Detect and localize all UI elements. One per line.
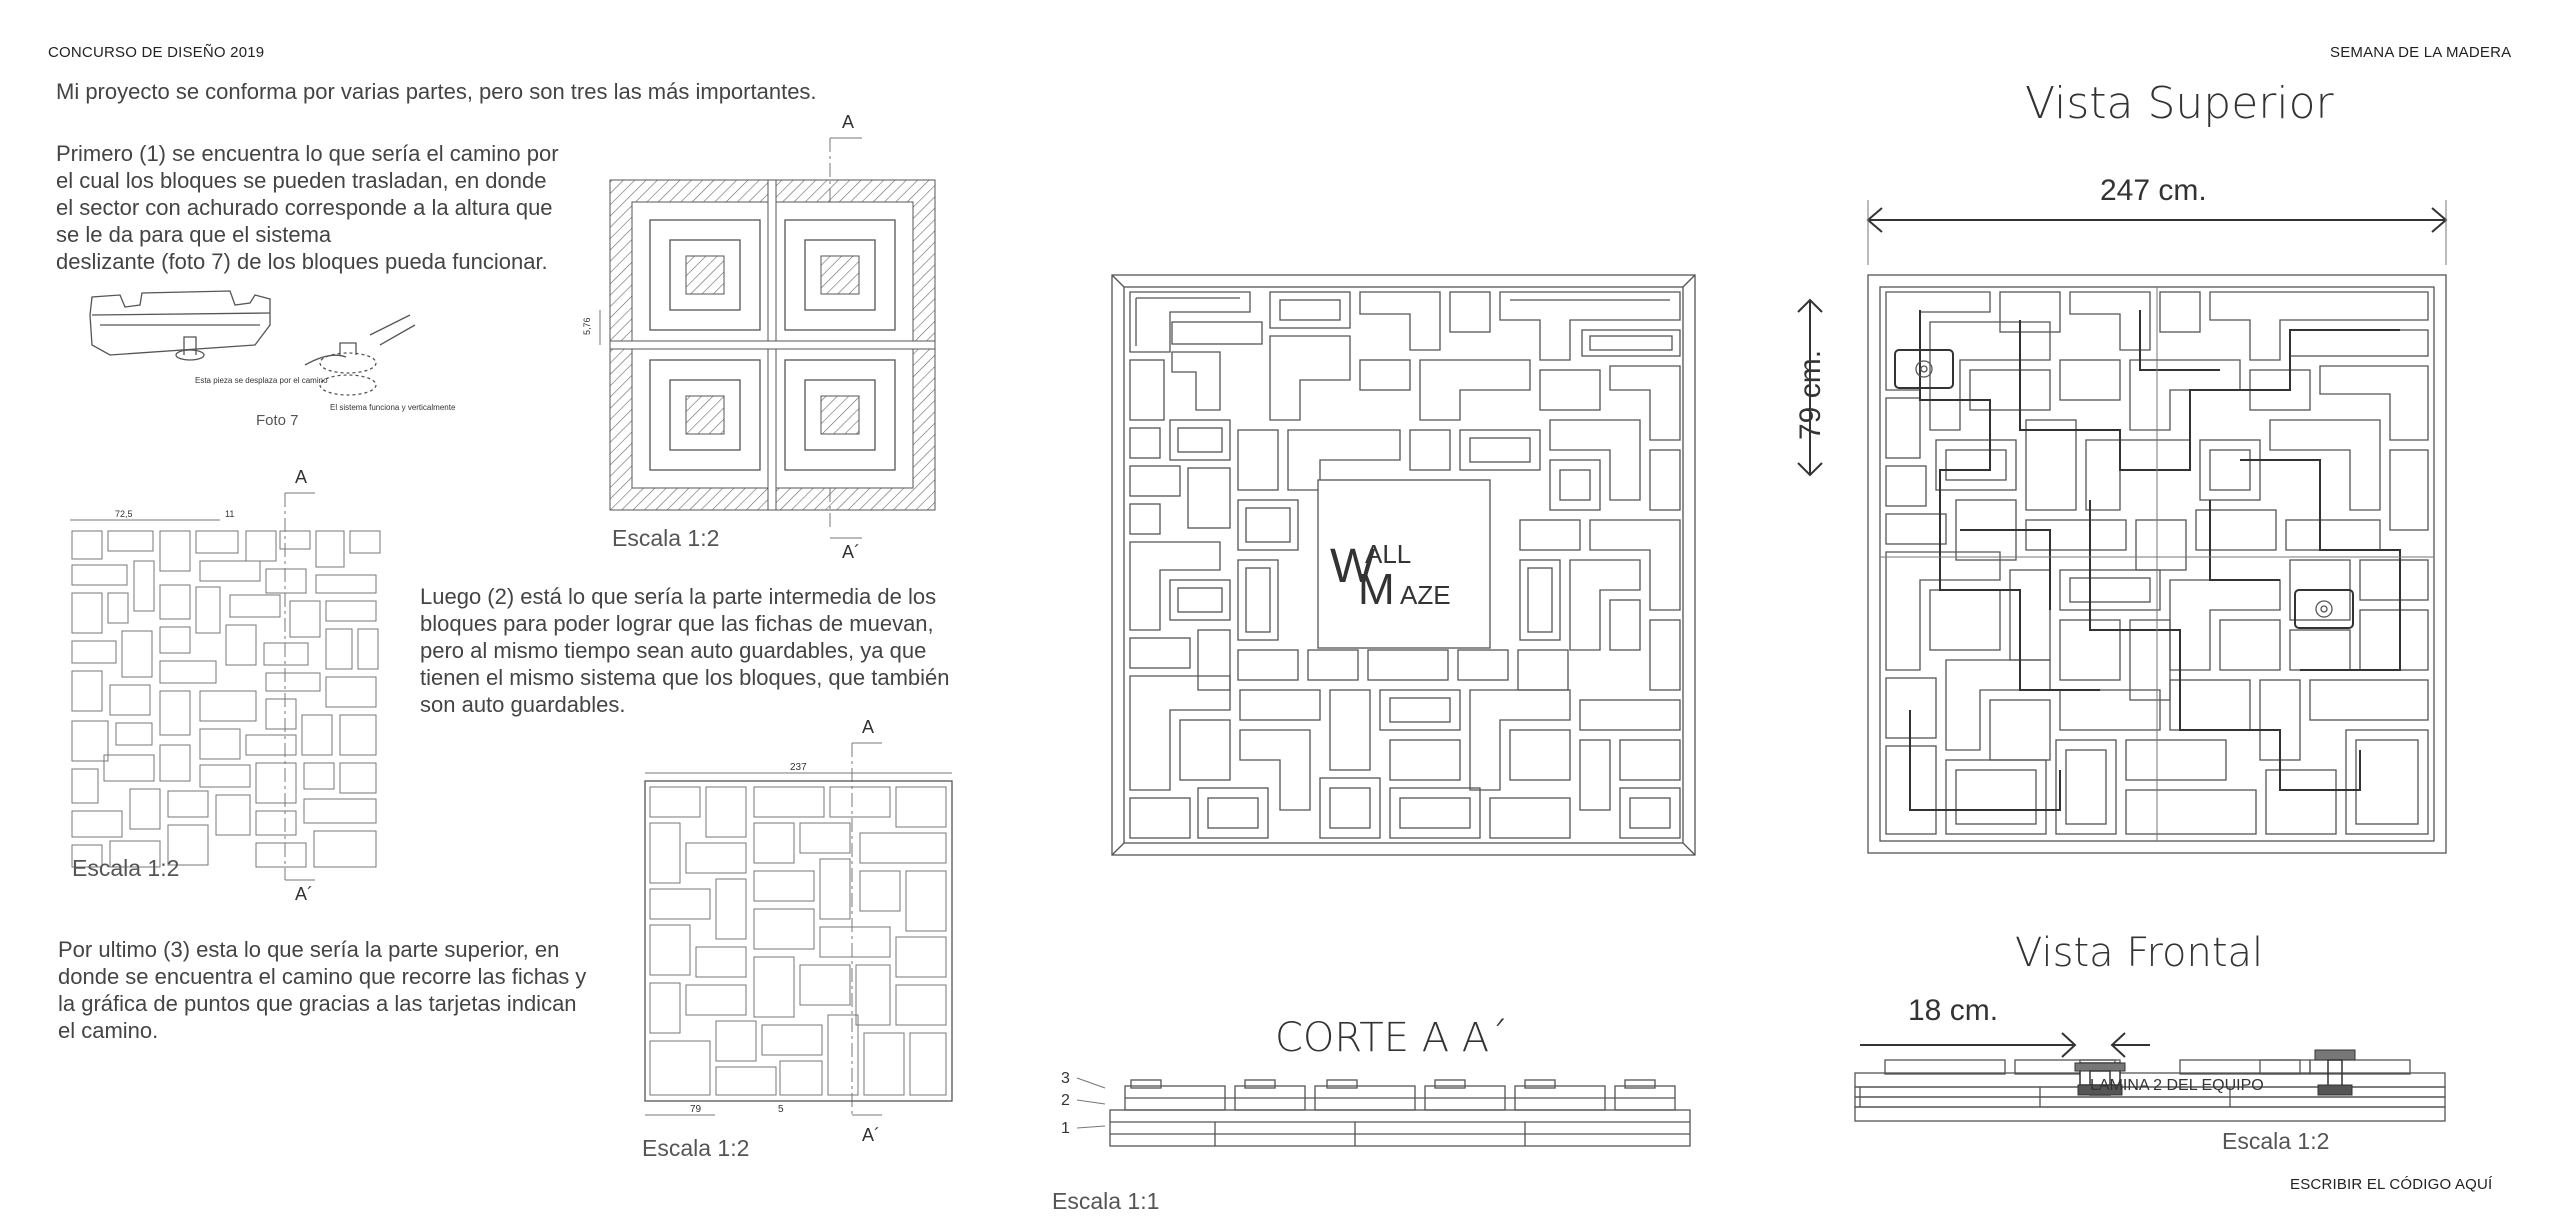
dim-18: 18 cm. bbox=[1908, 994, 1998, 1027]
foto-label: Foto 7 bbox=[256, 412, 299, 429]
layer-3: 3 bbox=[1061, 1070, 1070, 1087]
vista-superior-drawing: 247 cm. 79 cm. bbox=[1794, 174, 2448, 854]
dim-79: 79 bbox=[690, 1104, 702, 1115]
vista-superior-title: Vista Superior bbox=[2025, 78, 2334, 129]
dim-247: 247 cm. bbox=[2100, 174, 2207, 207]
logo-aze: AZE bbox=[1400, 580, 1451, 610]
scale-label-lower-maze: Escala 1:2 bbox=[642, 1135, 750, 1161]
paragraph-3: Por ultimo (3) esta lo que sería la part… bbox=[58, 937, 587, 1043]
section-a-prime-top: A´ bbox=[842, 542, 860, 562]
dim-11: 11 bbox=[225, 509, 234, 519]
dim-5: 5 bbox=[778, 1104, 784, 1115]
dim-576: 5,76 bbox=[582, 317, 592, 335]
vista-frontal-drawing: 18 cm. LAMINA 2 DEL EQUIPO bbox=[1854, 994, 2446, 1122]
center-maze-drawing: W ALL M AZE bbox=[1111, 274, 1696, 856]
intro-text: Mi proyecto se conforma por varias parte… bbox=[56, 79, 817, 104]
lamina-label: LAMINA 2 DEL EQUIPO bbox=[2090, 1077, 2264, 1094]
section-a-top: A bbox=[842, 112, 854, 132]
dim-237: 237 bbox=[790, 762, 807, 773]
sketch-note-2: El sistema funciona y verticalmente bbox=[330, 403, 456, 412]
section-a-prime-lower: A´ bbox=[862, 1125, 880, 1145]
scale-label-plan: Escala 1:2 bbox=[612, 525, 720, 551]
section-a-prime-left: A´ bbox=[295, 884, 313, 904]
corte-section-drawing: 3 2 1 bbox=[1061, 1070, 1691, 1147]
paragraph-2: Luego (2) está lo que sería la parte int… bbox=[420, 584, 950, 717]
sketch-drawing: Esta pieza se desplaza por el camino El … bbox=[89, 290, 456, 412]
vista-frontal-title: Vista Frontal bbox=[2015, 930, 2264, 976]
section-a-left: A bbox=[295, 467, 307, 487]
logo-w: W bbox=[1330, 540, 1376, 593]
section-a-lower: A bbox=[862, 717, 874, 737]
sketch-note-1: Esta pieza se desplaza por el camino bbox=[195, 376, 328, 385]
block-plan-drawing: A A´ 5,76 bbox=[582, 112, 936, 562]
left-maze-drawing: A A´ 72,5 11 bbox=[70, 467, 381, 904]
layer-2: 2 bbox=[1061, 1092, 1070, 1109]
scale-label-left-maze: Escala 1:2 bbox=[72, 855, 180, 881]
scale-label-corte: Escala 1:1 bbox=[1052, 1188, 1160, 1214]
logo-m: M bbox=[1358, 565, 1395, 614]
logo-all: ALL bbox=[1365, 539, 1411, 569]
corte-title: CORTE A A´ bbox=[1275, 1015, 1509, 1061]
header-left: CONCURSO DE DISEÑO 2019 bbox=[48, 44, 265, 61]
dim-725: 72,5 bbox=[115, 509, 133, 519]
paragraph-1: Primero (1) se encuentra lo que sería el… bbox=[56, 141, 559, 274]
scale-label-frontal: Escala 1:2 bbox=[2222, 1128, 2330, 1154]
header-right: SEMANA DE LA MADERA bbox=[2330, 44, 2512, 61]
layer-1: 1 bbox=[1061, 1120, 1070, 1137]
footer-code: ESCRIBIR EL CÓDIGO AQUÍ bbox=[2290, 1176, 2493, 1193]
lower-maze-drawing: A A´ 237 79 5 bbox=[644, 717, 953, 1145]
